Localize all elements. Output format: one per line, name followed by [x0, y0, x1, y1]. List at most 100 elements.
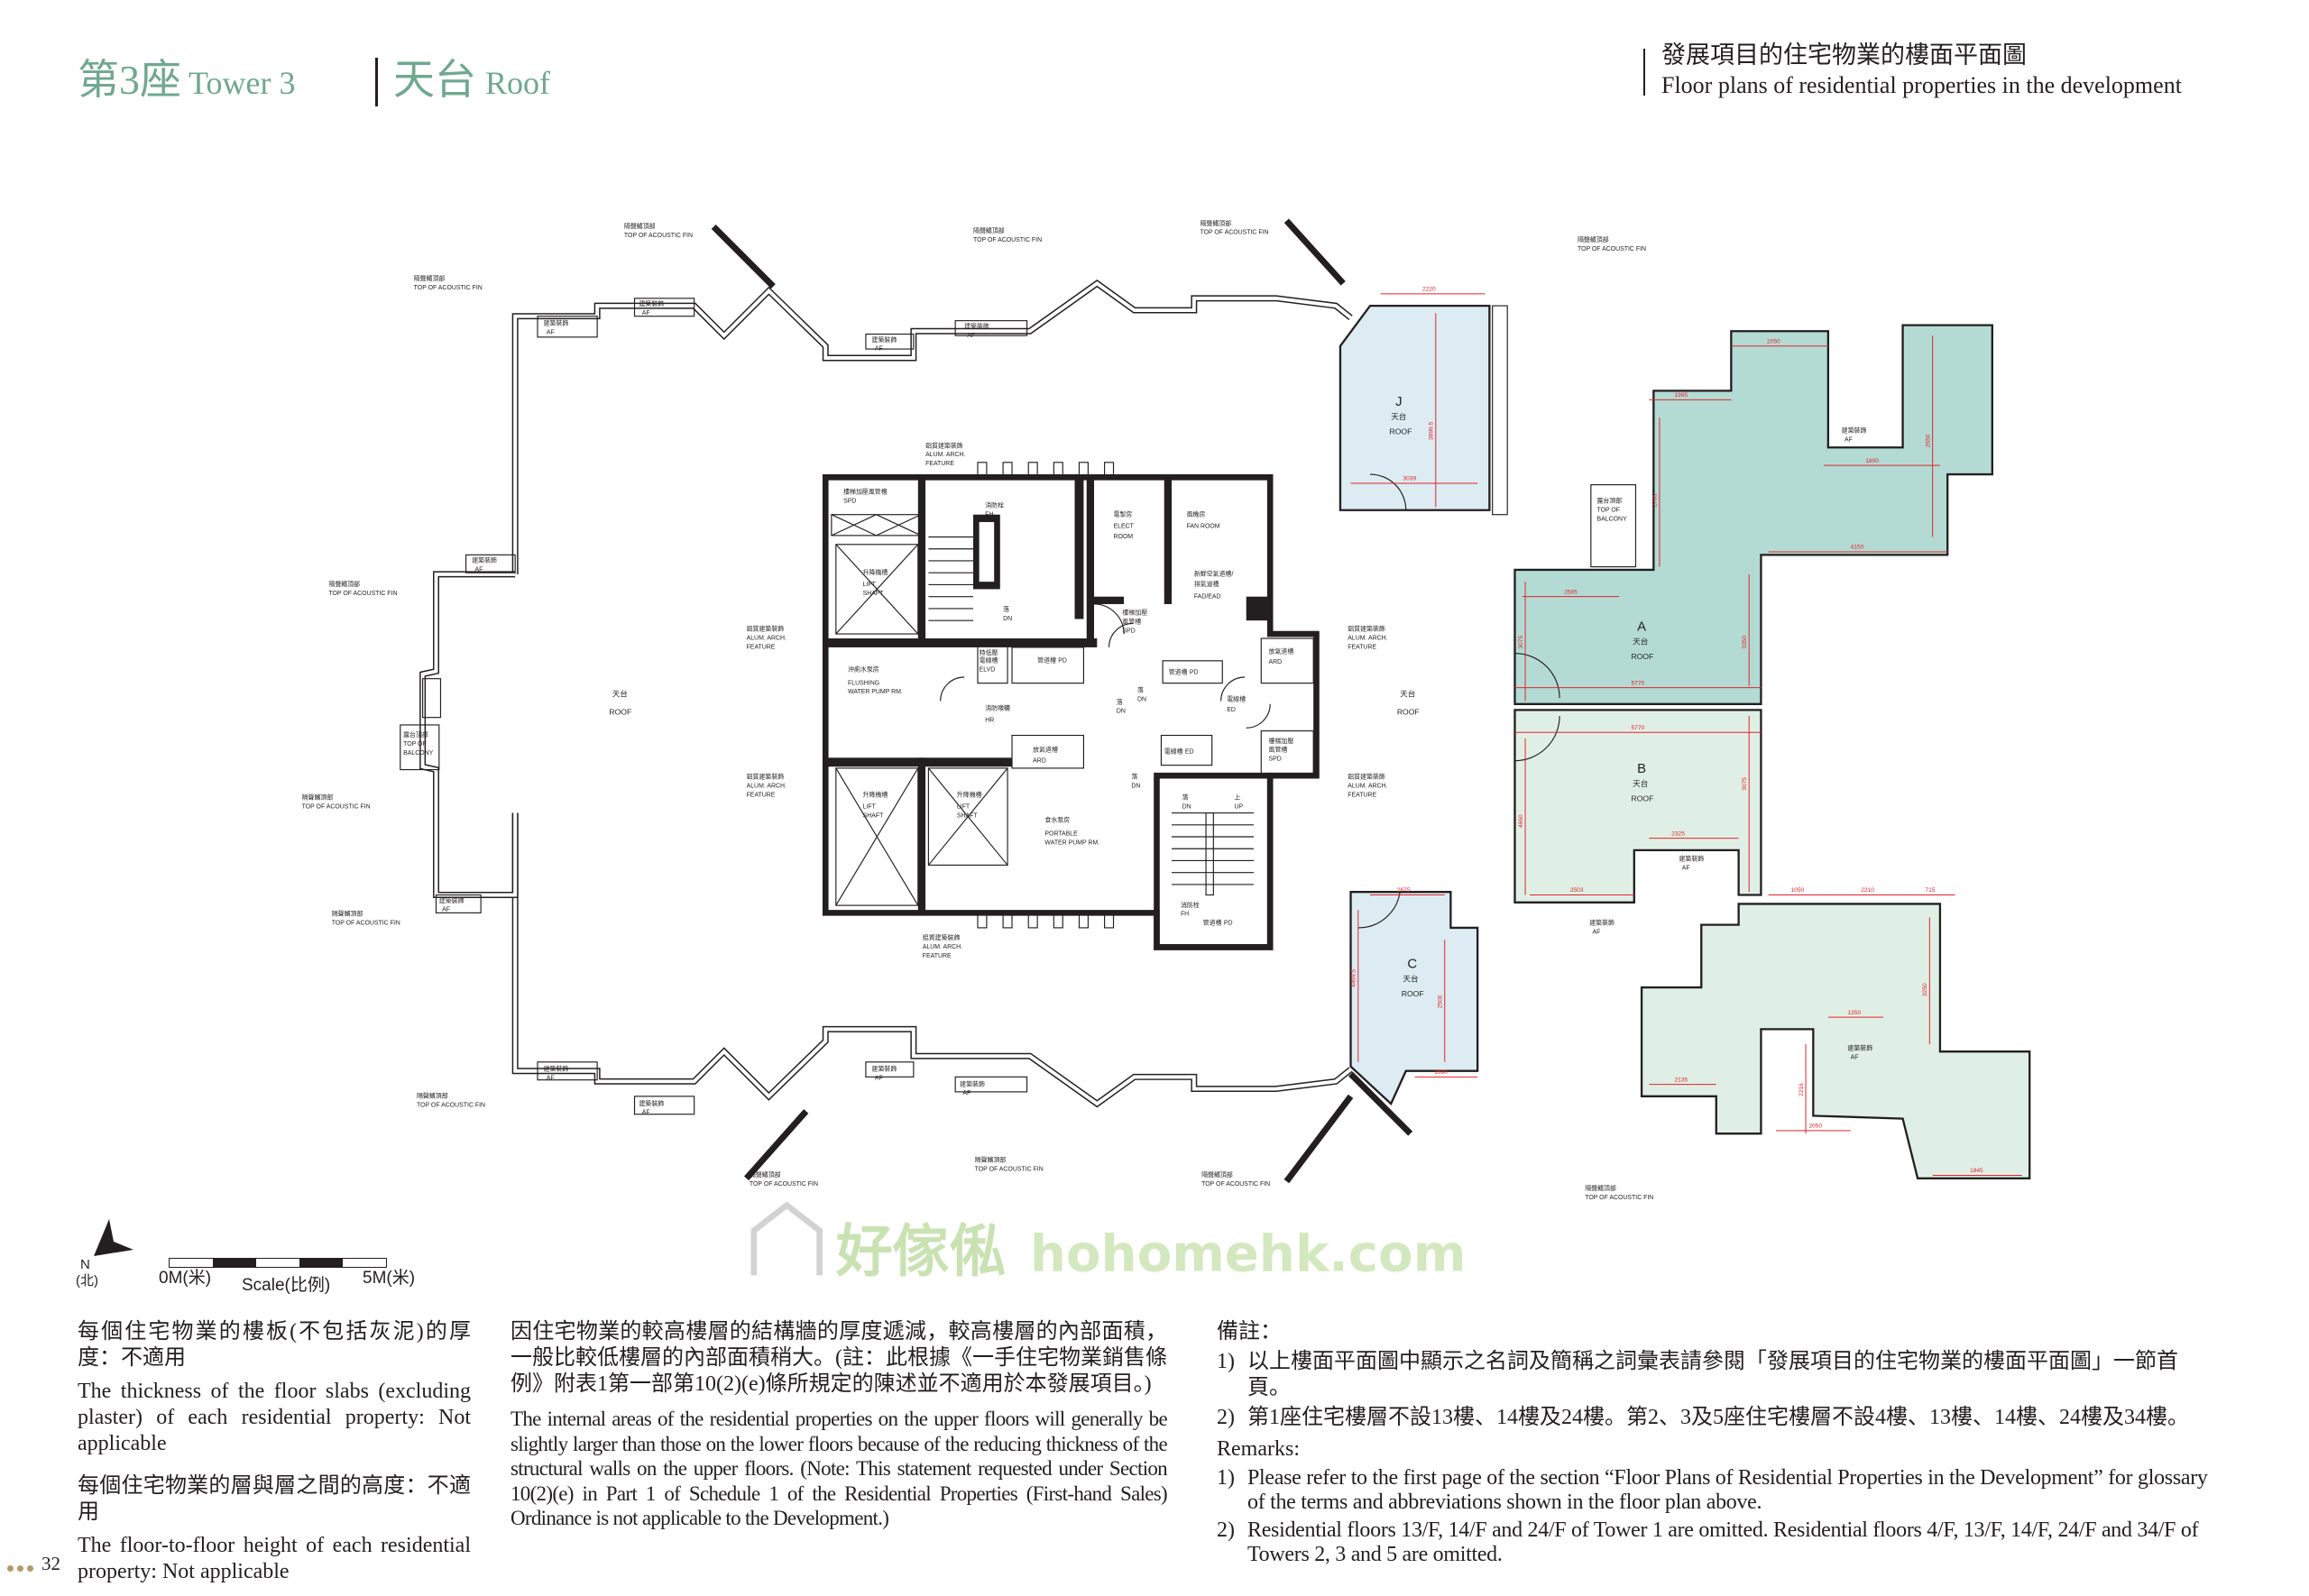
remark-text: Please refer to the first page of the se… [1247, 1466, 2208, 1514]
pd-zh: 管道槽 [1037, 656, 1056, 664]
pd-en: PD [1190, 670, 1199, 676]
alum-label-zh: 鋁質建築裝飾 [923, 933, 961, 941]
alum-fins [977, 462, 1115, 929]
dim-label: 2050 [1767, 338, 1780, 344]
dim-label: 4660 [1518, 814, 1524, 828]
dim-label: 2503 [1570, 887, 1584, 894]
balcony-label-en2: BALCONY [403, 750, 434, 757]
elvd-zh2: 電線槽 [980, 656, 998, 664]
lift-en2: SHAFT [863, 591, 885, 597]
acoustic-fin-label-en: TOP OF ACOUSTIC FIN [750, 1181, 818, 1188]
dim-label: 2650 [1925, 434, 1931, 447]
dim-label: 3350 [1742, 636, 1748, 649]
section-title-zh: 發展項目的住宅物業的樓面平面圖 [1661, 41, 2027, 69]
watermark-zh: 好傢俬 [835, 1218, 1007, 1284]
dim-label: 715 [1925, 887, 1935, 894]
spd-zh: 樓梯加壓 [1269, 737, 1294, 745]
section-divider [1643, 49, 1645, 96]
af-label-en: AF [1851, 1054, 1859, 1060]
section-title-en: Floor plans of residential properties in… [1661, 72, 2182, 98]
down-en: DN [1137, 696, 1146, 702]
acoustic-fin-label-en: TOP OF ACOUSTIC FIN [1201, 1181, 1270, 1188]
af-label-zh: 建築裝飾 [1847, 1044, 1872, 1052]
down-en: DN [1003, 616, 1012, 622]
north-label-zh: (北) [76, 1273, 98, 1289]
remarks-title-en: Remarks: [1217, 1437, 1300, 1461]
alum-label-en2: FEATURE [747, 645, 776, 651]
dim-label: 2585 [1564, 589, 1578, 595]
unit-roof-zh: 天台 [1403, 973, 1418, 983]
remark-zh: 1)以上樓面平面圖中顯示之名詞及簡稱之詞彙表請參閱「發展項目的住宅物業的樓面平面… [1217, 1349, 2209, 1405]
af-label-zh: 建築裝飾 [439, 896, 465, 904]
remark-en: 2)Residential floors 13/F, 14/F and 24/F… [1217, 1518, 2209, 1571]
af-label-zh: 建築裝飾 [472, 556, 497, 564]
remark-text: 以上樓面平面圖中顯示之名詞及簡稱之詞彙表請參閱「發展項目的住宅物業的樓面平面圖」… [1247, 1350, 2178, 1399]
af-label-en: AF [962, 1090, 971, 1096]
unit-roof-zh: 天台 [1633, 778, 1648, 788]
remark-number: 1) [1217, 1466, 1235, 1490]
unit-id: J [1395, 395, 1402, 409]
unit-a-roof [1513, 324, 1993, 705]
af-label-en: AF [442, 907, 450, 913]
af-label-en: AF [1844, 437, 1853, 444]
pd-en: PD [1058, 657, 1067, 664]
staircase-top [928, 536, 974, 621]
dim-label: 5770 [1632, 680, 1645, 686]
elect-en2: ROOM [1114, 534, 1134, 540]
acoustic-fin-label-zh: 隔聲鰭頂部 [302, 793, 334, 802]
lift-zh: 升降機槽 [863, 568, 888, 576]
remark-zh: 2)第1座住宅樓層不設13樓、14樓及24樓。第2、3及5座住宅樓層不設4樓、1… [1217, 1405, 2209, 1435]
acoustic-fin-label-en: TOP OF ACOUSTIC FIN [417, 1102, 485, 1108]
ard-zh: 放氣道槽 [1033, 746, 1058, 754]
alum-label-en1: ALUM. ARCH. [747, 636, 787, 642]
spd-en: SPD [843, 498, 856, 504]
fad-en: FAD/EAD [1194, 593, 1221, 600]
down-zh: 落 [1131, 772, 1137, 780]
unit-j-roof [1338, 304, 1491, 511]
lift-en: LIFT [957, 804, 971, 811]
elvd-zh: 特低壓 [980, 648, 998, 656]
remarks-title-zh: 備註： [1217, 1320, 1282, 1344]
acoustic-fin-label-en: TOP OF ACOUSTIC FIN [1200, 230, 1268, 236]
alum-label-zh: 鋁質建築裝飾 [747, 625, 785, 633]
alum-label-zh: 鋁質建築裝飾 [925, 441, 963, 449]
acoustic-fin-label-en: TOP OF ACOUSTIC FIN [332, 921, 400, 927]
dim-label: 2675 [1397, 887, 1411, 894]
flushing-en2: WATER PUMP RM. [848, 689, 903, 695]
af-label-zh: 建築裝飾 [1589, 919, 1614, 927]
dim-label: 1350 [1847, 1010, 1861, 1016]
notes-column-1: 每個住宅物業的樓板(不包括灰泥)的厚度：不適用 The thickness of… [78, 1319, 471, 1592]
building-outline [419, 218, 1413, 1184]
unit-roof-en: ROOF [1632, 652, 1654, 661]
balcony-label-zh: 露台頂部 [403, 730, 428, 738]
scale-start: 0M(米) [159, 1269, 212, 1288]
up-zh: 上 [1235, 793, 1241, 802]
acoustic-fin-label-en: TOP OF ACOUSTIC FIN [975, 1167, 1044, 1173]
alum-label-en2: FEATURE [1348, 792, 1376, 798]
acoustic-fin-label-zh: 隔聲鰭頂部 [1578, 235, 1609, 243]
acoustic-fin-label-zh: 隔聲鰭頂部 [332, 910, 363, 918]
dim-label: 3899.5 [1429, 421, 1435, 440]
acoustic-fin [711, 224, 776, 289]
pd-zh: 管道槽 [1203, 919, 1222, 927]
fh-en: FH [1181, 912, 1189, 918]
acoustic-fin-label-zh: 隔聲鰭頂部 [973, 226, 1005, 234]
dimension-lines: 2220 3039 3899.5 2585 5770 4150 3350 307… [1350, 287, 2022, 1177]
fh-zh: 消防栓 [1181, 901, 1200, 909]
tower-title-zh: 第3座 [78, 57, 181, 103]
lift-en: LIFT [863, 804, 877, 811]
af-label-en: AF [642, 310, 650, 316]
spd-en: SPD [1122, 628, 1135, 634]
af-label-zh: 建築裝飾 [964, 322, 989, 330]
flushing-en: FLUSHING [848, 680, 879, 686]
staircase-bottom [1172, 812, 1255, 896]
height-note-en: The floor-to-floor height of each reside… [78, 1534, 471, 1583]
balcony-label-en1: TOP OF [1596, 507, 1620, 513]
lift-en2: SHAFT [863, 813, 885, 820]
remarks: 備註： 1)以上樓面平面圖中顯示之名詞及簡稱之詞彙表請參閱「發展項目的住宅物業的… [1217, 1319, 2209, 1571]
unit-roof-en: ROOF [1632, 793, 1654, 803]
